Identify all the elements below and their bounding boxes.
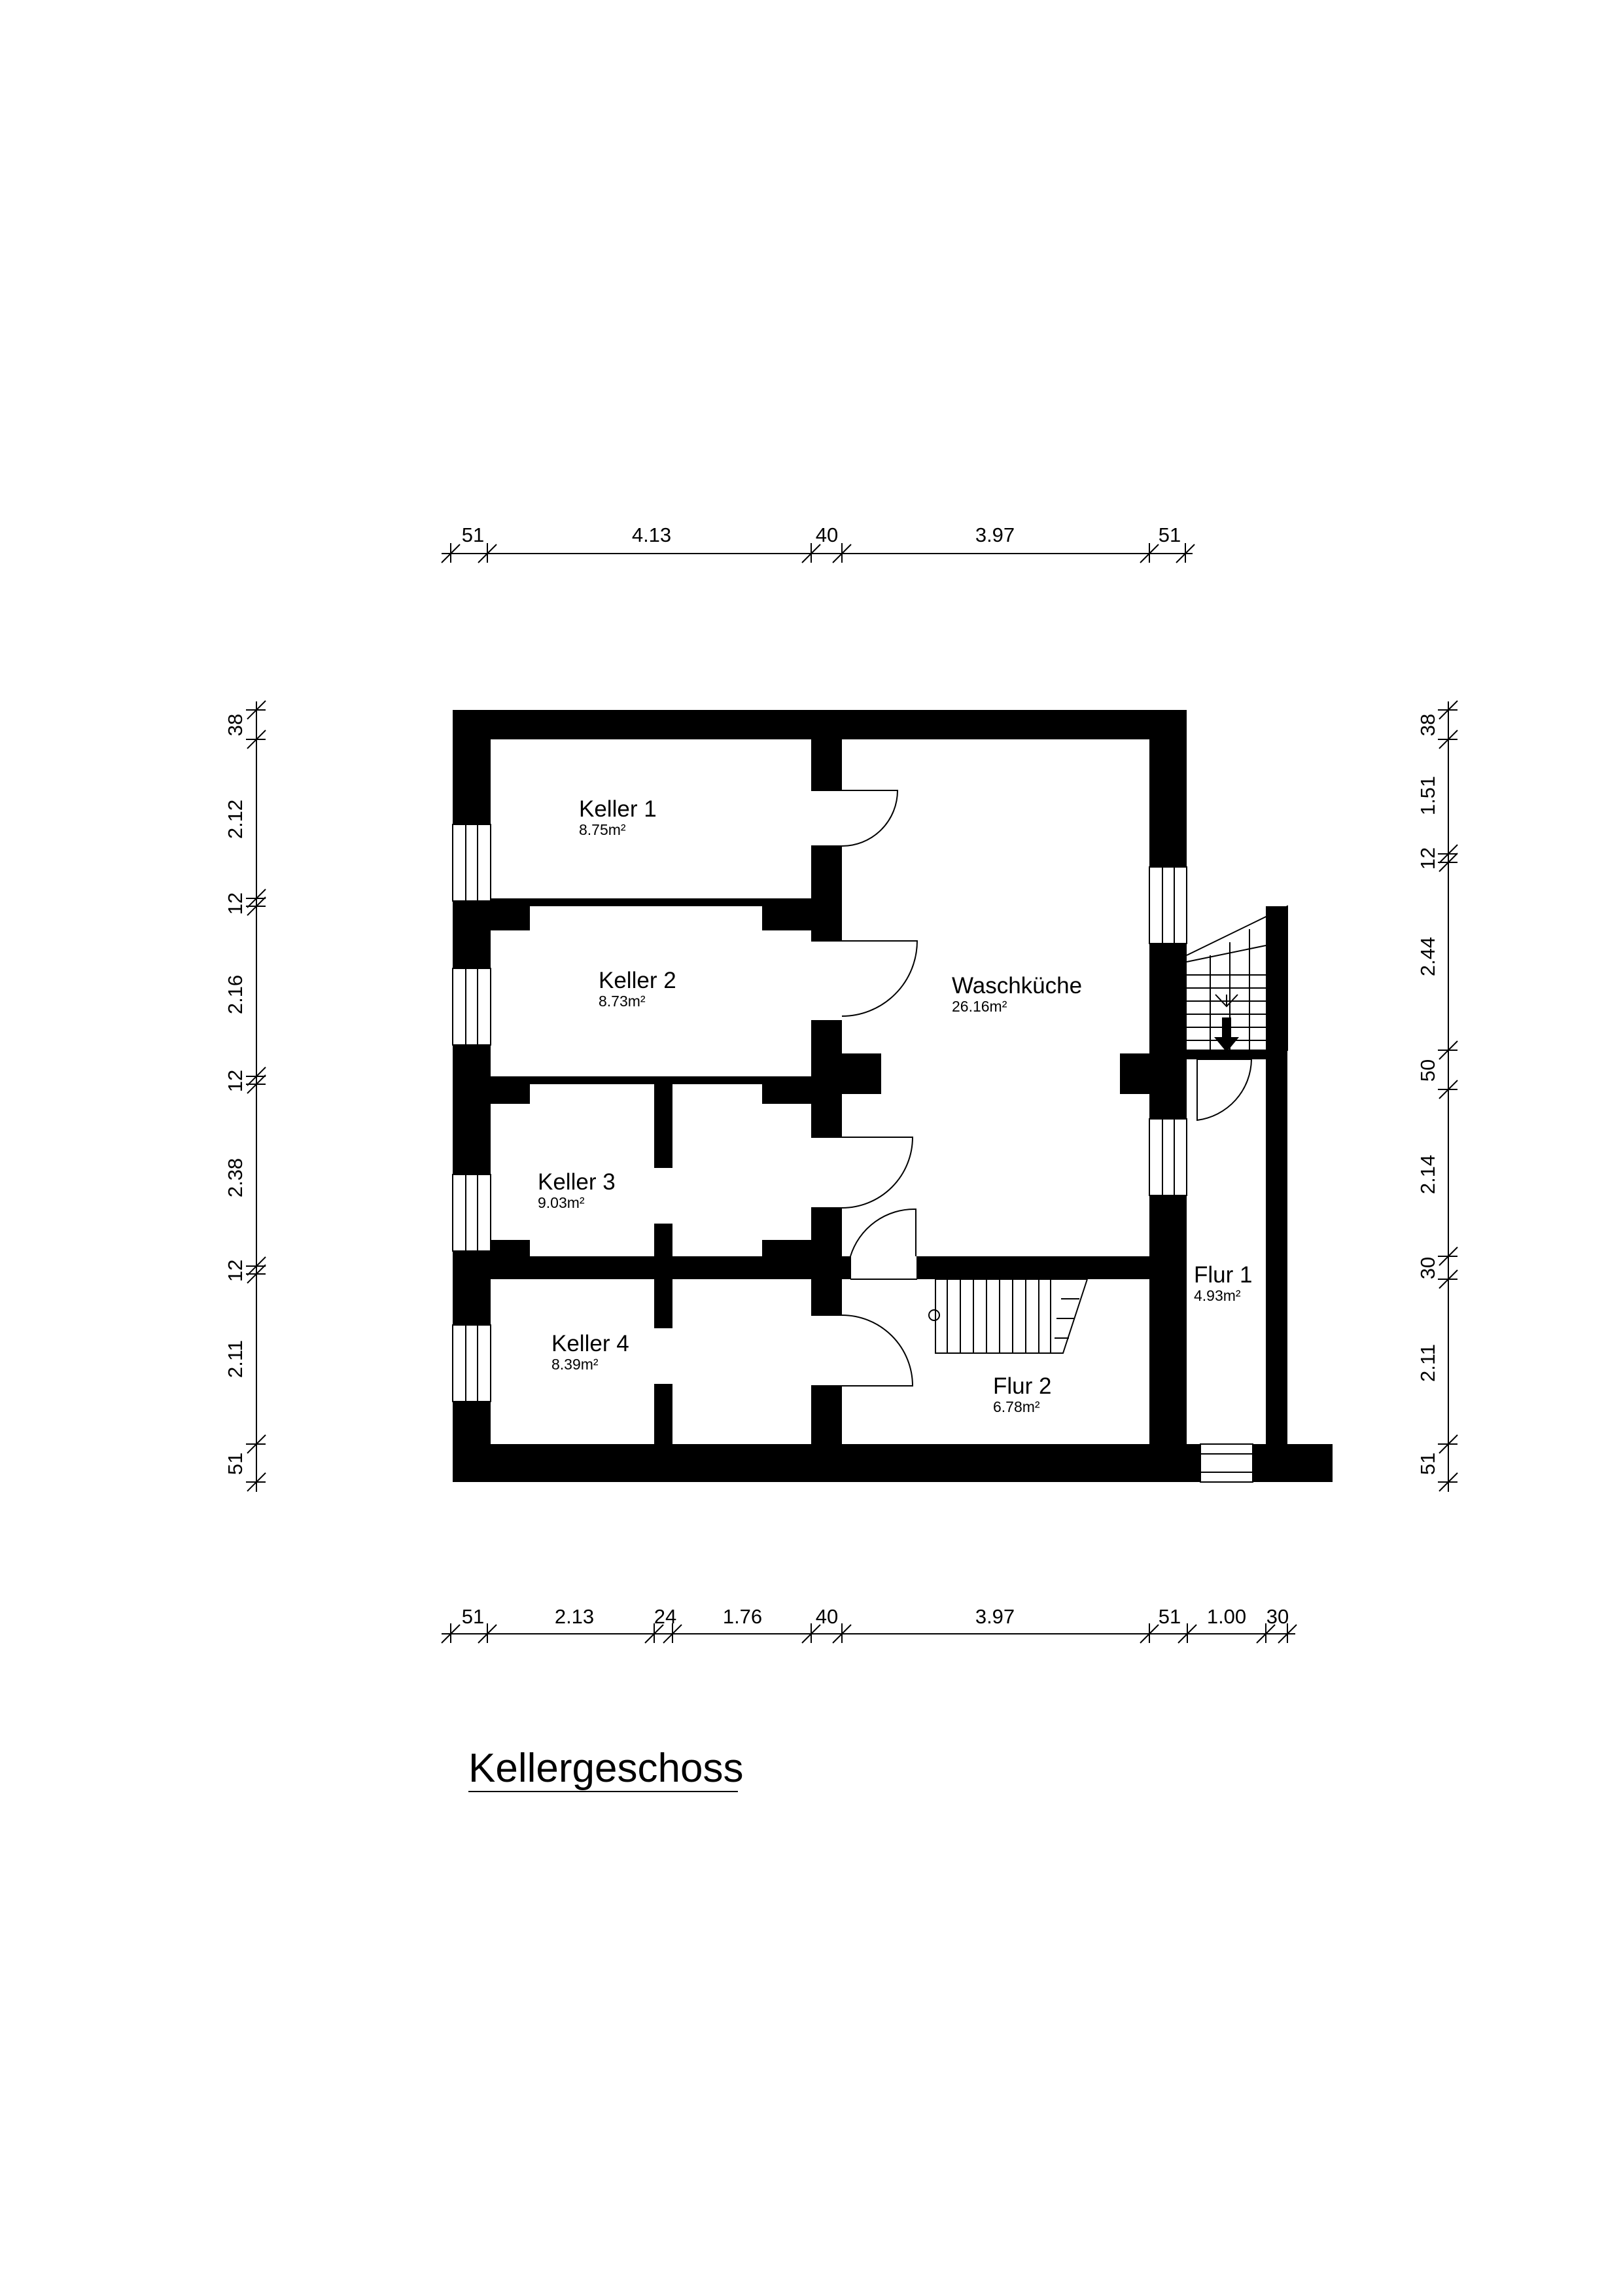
dim-bottom-9: 30: [1266, 1605, 1289, 1628]
door-keller1[interactable]: [811, 790, 899, 847]
room-keller3: Keller 3 9.03m²: [538, 1169, 616, 1211]
plan-title: Kellergeschoss: [468, 1746, 743, 1791]
room-waschkueche: Waschküche 26.16m²: [952, 973, 1082, 1015]
dim-left-2: 2.12: [224, 800, 247, 839]
dim-bottom-6: 3.97: [975, 1605, 1015, 1628]
door-keller2[interactable]: [811, 940, 918, 1021]
window-keller2: [452, 968, 491, 1046]
room-keller3-name: Keller 3: [538, 1169, 616, 1195]
room-keller3-area: 9.03m²: [538, 1194, 585, 1211]
flur1-outer-wall: [1266, 906, 1287, 1482]
dim-top-4: 3.97: [975, 523, 1015, 546]
flur1-end-wall: [1287, 1444, 1333, 1482]
dim-right-7: 30: [1416, 1257, 1439, 1279]
room-keller2: Keller 2 8.73m²: [599, 968, 676, 1010]
doors: [811, 790, 1252, 1386]
keller4-split-wall: [654, 1384, 672, 1444]
room-keller1: Keller 1 8.75m²: [579, 796, 657, 838]
window-flur1-end: [1200, 1443, 1253, 1483]
window-keller4: [452, 1324, 491, 1402]
flur1-landing-wall: [1187, 1050, 1266, 1059]
pillar-right: [1120, 1053, 1149, 1094]
dim-left-6: 2.38: [224, 1158, 247, 1197]
room-keller2-name: Keller 2: [599, 968, 676, 993]
windows: [452, 824, 1253, 1483]
dim-bottom-7: 51: [1159, 1605, 1181, 1628]
room-flur2: Flur 2 6.78m²: [993, 1373, 1051, 1415]
door-keller4[interactable]: [811, 1315, 914, 1386]
keller3-split-wall-upper: [654, 1084, 672, 1168]
room-keller1-area: 8.75m²: [579, 821, 626, 838]
pillar-left: [842, 1053, 881, 1094]
dim-right-6: 2.14: [1416, 1155, 1439, 1194]
dim-left-3: 12: [224, 892, 247, 915]
room-flur1-name: Flur 1: [1194, 1262, 1252, 1288]
door-waschkueche-flur2[interactable]: [850, 1208, 918, 1280]
dim-bottom-3: 24: [654, 1605, 676, 1628]
room-flur2-name: Flur 2: [993, 1373, 1051, 1399]
divider-keller2-keller3: [453, 1076, 842, 1084]
window-keller3: [452, 1174, 491, 1252]
dim-bottom-4: 1.76: [723, 1605, 762, 1628]
window-waschkueche-lower: [1149, 1118, 1187, 1196]
dim-left-1: 38: [224, 714, 247, 736]
room-waschkueche-area: 26.16m²: [952, 998, 1007, 1015]
room-flur2-area: 6.78m²: [993, 1398, 1040, 1415]
dim-left-4: 2.16: [224, 975, 247, 1014]
dim-right-4: 2.44: [1416, 937, 1439, 976]
dim-right-3: 12: [1416, 847, 1439, 870]
dim-right-8: 2.11: [1416, 1344, 1439, 1382]
dim-left-8: 2.11: [224, 1340, 247, 1378]
room-keller2-area: 8.73m²: [599, 993, 646, 1010]
dim-right-1: 38: [1416, 714, 1439, 736]
dim-right-9: 51: [1416, 1453, 1439, 1475]
door-flur1[interactable]: [1196, 1059, 1252, 1122]
dim-right-5: 50: [1416, 1059, 1439, 1082]
dim-top-3: 40: [816, 523, 838, 546]
stairs-flur1-exterior: [1186, 905, 1288, 1051]
room-keller4-area: 8.39m²: [551, 1356, 599, 1373]
window-keller1: [452, 824, 491, 902]
dim-right-2: 1.51: [1416, 776, 1439, 815]
dim-left-5: 12: [224, 1070, 247, 1092]
dim-bottom-1: 51: [462, 1605, 484, 1628]
room-keller1-name: Keller 1: [579, 796, 657, 822]
dim-top-1: 51: [462, 523, 484, 546]
dimension-line-left: 38 2.12 12 2.16 12 2.38 12 2.11 51: [224, 700, 266, 1492]
keller3-split-wall-lower: [654, 1224, 672, 1328]
down-arrow-icon: [1214, 1017, 1239, 1052]
dim-bottom-8: 1.00: [1207, 1605, 1246, 1628]
stairs-flur2: [928, 1279, 1088, 1354]
room-flur1-area: 4.93m²: [1194, 1287, 1241, 1304]
divider-keller1-keller2: [453, 898, 842, 906]
dim-top-2: 4.13: [632, 523, 671, 546]
room-waschkueche-name: Waschküche: [952, 973, 1082, 998]
room-flur1: Flur 1 4.93m²: [1194, 1262, 1252, 1304]
dimension-line-bottom: 51 2.13 24 1.76 40 3.97 51 1.00 30: [441, 1605, 1297, 1644]
dim-bottom-5: 40: [816, 1605, 838, 1628]
dim-bottom-2: 2.13: [555, 1605, 594, 1628]
dimension-line-right: 38 1.51 12 2.44 50 2.14 30 2.11 51: [1416, 700, 1458, 1492]
room-keller4-name: Keller 4: [551, 1331, 629, 1356]
dim-left-7: 12: [224, 1260, 247, 1282]
dim-top-5: 51: [1159, 523, 1181, 546]
dim-left-9: 51: [224, 1453, 247, 1475]
room-keller4: Keller 4 8.39m²: [551, 1331, 629, 1373]
window-waschkueche-upper: [1149, 866, 1187, 944]
divider-keller3-keller4: [453, 1256, 842, 1279]
dimension-line-top: 51 4.13 40 3.97 51: [441, 523, 1195, 563]
door-keller3[interactable]: [811, 1137, 914, 1209]
